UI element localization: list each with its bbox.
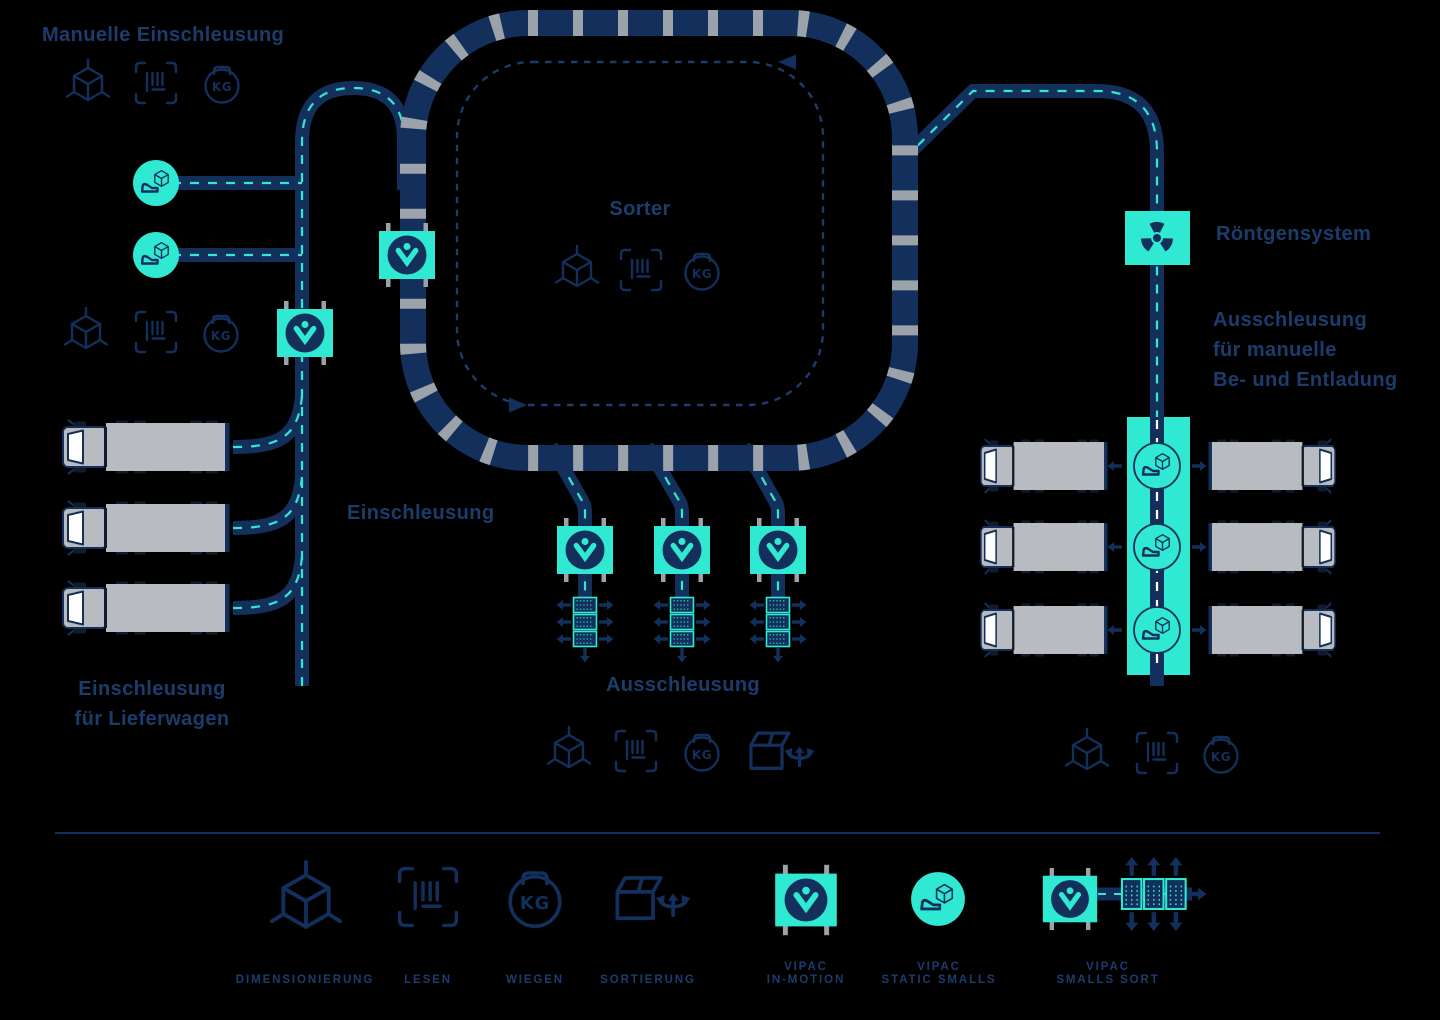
- label-van-infeed-line2: für Lieferwagen: [74, 708, 230, 730]
- kg-weight-icon: [1203, 735, 1239, 774]
- cube-icon: [63, 306, 109, 350]
- manual-unload-icons: [1064, 727, 1239, 775]
- cube-icon: [546, 725, 592, 769]
- legend-label-text: LESEN: [404, 974, 452, 986]
- vipac-static-smalls-icon: [133, 232, 179, 278]
- sorter-loop: [400, 10, 918, 471]
- truck-icon: [979, 437, 1109, 495]
- cube-icon: [1064, 727, 1110, 771]
- truck-icon: [1207, 601, 1337, 659]
- vipac-smalls-sort-icon: [1043, 857, 1207, 931]
- legend-label-text: DIMENSIONIERUNG: [235, 974, 375, 986]
- conveyor-dashes: [172, 86, 1159, 686]
- truck-icon: [979, 518, 1109, 576]
- manual-infeed-icons: [63, 58, 240, 354]
- legend-label-text: WIEGEN: [505, 974, 565, 986]
- vipac-in-motion-icon: [277, 301, 333, 365]
- barcode-scan-icon: [1135, 731, 1179, 775]
- kg-weight-icon: [204, 65, 240, 104]
- legend-label-weighing: WIEGEN: [506, 974, 564, 987]
- vipac-in-motion-icon: [379, 223, 435, 287]
- vipac-static-smalls-icon: [1134, 524, 1180, 570]
- cube-icon: [554, 244, 600, 288]
- truck-icon: [979, 601, 1109, 659]
- truck-icon: [61, 579, 231, 637]
- vipac-in-motion-icon: [750, 518, 806, 582]
- legend-divider: [55, 832, 1380, 834]
- legend-label-sorting: SORTIERUNG: [600, 974, 696, 987]
- barcode-scan-icon: [397, 866, 459, 928]
- kg-weight-icon: [203, 314, 239, 353]
- label-van-infeed: Einschleusung für Lieferwagen: [75, 674, 230, 734]
- label-manual-infeed: Manuelle Einschleusung: [42, 24, 285, 46]
- vipac-static-smalls-icon: [1134, 607, 1180, 653]
- sort-box-icon: [749, 731, 817, 770]
- vipac-smalls-sort-icon: [557, 598, 614, 663]
- label-manual-unload: Ausschleusung für manuelle Be- und Entla…: [1213, 305, 1398, 395]
- conveyor-lines: [168, 80, 1164, 686]
- legend-icons: [270, 857, 1207, 935]
- barcode-scan-icon: [134, 310, 178, 354]
- xray-line: [897, 84, 1164, 686]
- barcode-scan-icon: [614, 729, 658, 773]
- van-infeed-line: [295, 80, 411, 686]
- direction-arrow-top: [778, 54, 796, 70]
- vipac-smalls-sort-icon: [750, 598, 807, 663]
- vipac-smalls-sort-icon: [654, 598, 711, 663]
- label-infeed: Einschleusung: [347, 502, 495, 524]
- barcode-scan-icon: [619, 248, 663, 292]
- direction-arrow-bottom: [509, 397, 527, 413]
- label-manual-unload-line1: Ausschleusung: [1213, 309, 1368, 331]
- label-manual-unload-line3: Be- und Entladung: [1213, 369, 1398, 391]
- legend-label-text: VIPAC: [784, 961, 828, 973]
- legend-label-text: VIPAC: [917, 961, 961, 973]
- truck-merge-3: [232, 556, 309, 615]
- sort-box-icon: [615, 876, 693, 921]
- vipac-static-smalls-icon: [911, 872, 965, 926]
- legend-label-reading: LESEN: [404, 974, 452, 987]
- label-xray: Röntgensystem: [1216, 223, 1372, 245]
- cube-icon: [65, 58, 111, 102]
- truck-merge-1: [232, 395, 309, 454]
- legend-label-vipac-static-smalls: VIPAC STATIC SMALLS: [882, 961, 997, 987]
- truck-icon: [1207, 518, 1337, 576]
- legend-label-vipac-smalls-sort: VIPAC SMALLS SORT: [1056, 961, 1159, 987]
- vipac-static-smalls-icon: [133, 160, 179, 206]
- label-manual-unload-line2: für manuelle: [1213, 339, 1337, 361]
- xray-station: [1125, 211, 1190, 265]
- barcode-scan-icon: [134, 61, 178, 105]
- legend-label-text: IN-MOTION: [766, 974, 846, 986]
- vipac-in-motion-icon: [654, 518, 710, 582]
- vipac-static-smalls-icon: [1134, 443, 1180, 489]
- vipac-in-motion-icon: [775, 865, 837, 935]
- truck-merge-2: [232, 476, 309, 535]
- van-infeed-trucks: [61, 418, 231, 637]
- vipac-in-motion-icon: [557, 518, 613, 582]
- discharge-icons: [546, 725, 817, 773]
- truck-icon: [61, 418, 231, 476]
- sorter-icons: [554, 244, 720, 292]
- legend-label-text: SORTIERUNG: [600, 974, 696, 986]
- legend-label-vipac-in-motion: VIPAC IN-MOTION: [767, 961, 845, 987]
- sorter-loop-direction: [455, 54, 825, 413]
- truck-icon: [61, 499, 231, 557]
- truck-icon: [1207, 437, 1337, 495]
- label-sorter: Sorter: [609, 198, 671, 220]
- kg-weight-icon: [684, 733, 720, 772]
- legend-label-text: VIPAC: [1086, 961, 1130, 973]
- label-discharge: Ausschleusung: [605, 674, 761, 696]
- kg-weight-icon: [508, 871, 562, 929]
- cube-icon: [270, 860, 342, 929]
- legend-label-text: STATIC SMALLS: [881, 974, 997, 986]
- sorter-loop-ticks: [400, 10, 918, 471]
- legend-label-text: SMALLS SORT: [1056, 974, 1160, 986]
- kg-weight-icon: [684, 252, 720, 291]
- label-van-infeed-line1: Einschleusung: [78, 678, 226, 700]
- legend-label-dimensioning: DIMENSIONIERUNG: [236, 974, 374, 987]
